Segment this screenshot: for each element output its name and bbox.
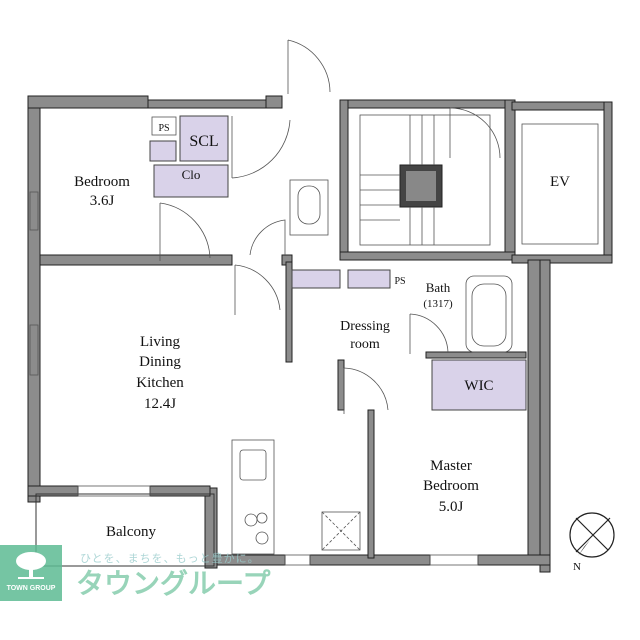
compass (569, 512, 615, 558)
kitchen-counter (231, 439, 275, 555)
bathtub-icon (465, 275, 513, 353)
balcony-label: Balcony (106, 524, 156, 540)
dressing-label-2: room (350, 337, 380, 352)
ldk-size: 12.4J (144, 396, 176, 412)
stairs (359, 114, 491, 246)
ldk-label-1: Living (140, 334, 180, 350)
ps2-label: PS (394, 276, 405, 287)
watermark-brand-en: TOWN GROUP (6, 585, 56, 592)
ldk-label-2: Dining (139, 354, 181, 370)
balcony-outline (35, 493, 215, 567)
windows (29, 191, 479, 566)
scl-closet (179, 115, 229, 162)
stove-icon (244, 513, 258, 527)
elevator (521, 123, 599, 245)
sink-icon (239, 449, 267, 481)
ps-label: PS (158, 123, 169, 134)
master-label-2: Bedroom (423, 478, 479, 494)
ldk-label-3: Kitchen (136, 375, 184, 391)
scl-label: SCL (189, 133, 218, 150)
bath-size: (1317) (423, 298, 453, 310)
master-label-1: Master (430, 458, 472, 474)
ev-label: EV (550, 174, 570, 190)
tree-icon (16, 552, 46, 579)
wic-label: WIC (464, 378, 493, 394)
clo-closet (153, 164, 229, 198)
bath-label: Bath (426, 280, 451, 295)
watermark-tagline: ひとを、まちを、もっと豊かに。 (80, 552, 260, 565)
walls (27, 95, 613, 573)
bedroom-label: Bedroom (74, 174, 130, 190)
compass-north-label: N (573, 561, 581, 573)
dressing-label-1: Dressing (340, 319, 390, 334)
clo-label: Clo (182, 167, 201, 182)
toilet-icon (297, 185, 321, 225)
bedroom-size: 3.6J (90, 193, 115, 209)
watermark-brand-jp: タウングループ (76, 567, 271, 600)
wic-closet (431, 359, 527, 411)
doors (159, 39, 501, 414)
master-size: 5.0J (439, 499, 464, 515)
